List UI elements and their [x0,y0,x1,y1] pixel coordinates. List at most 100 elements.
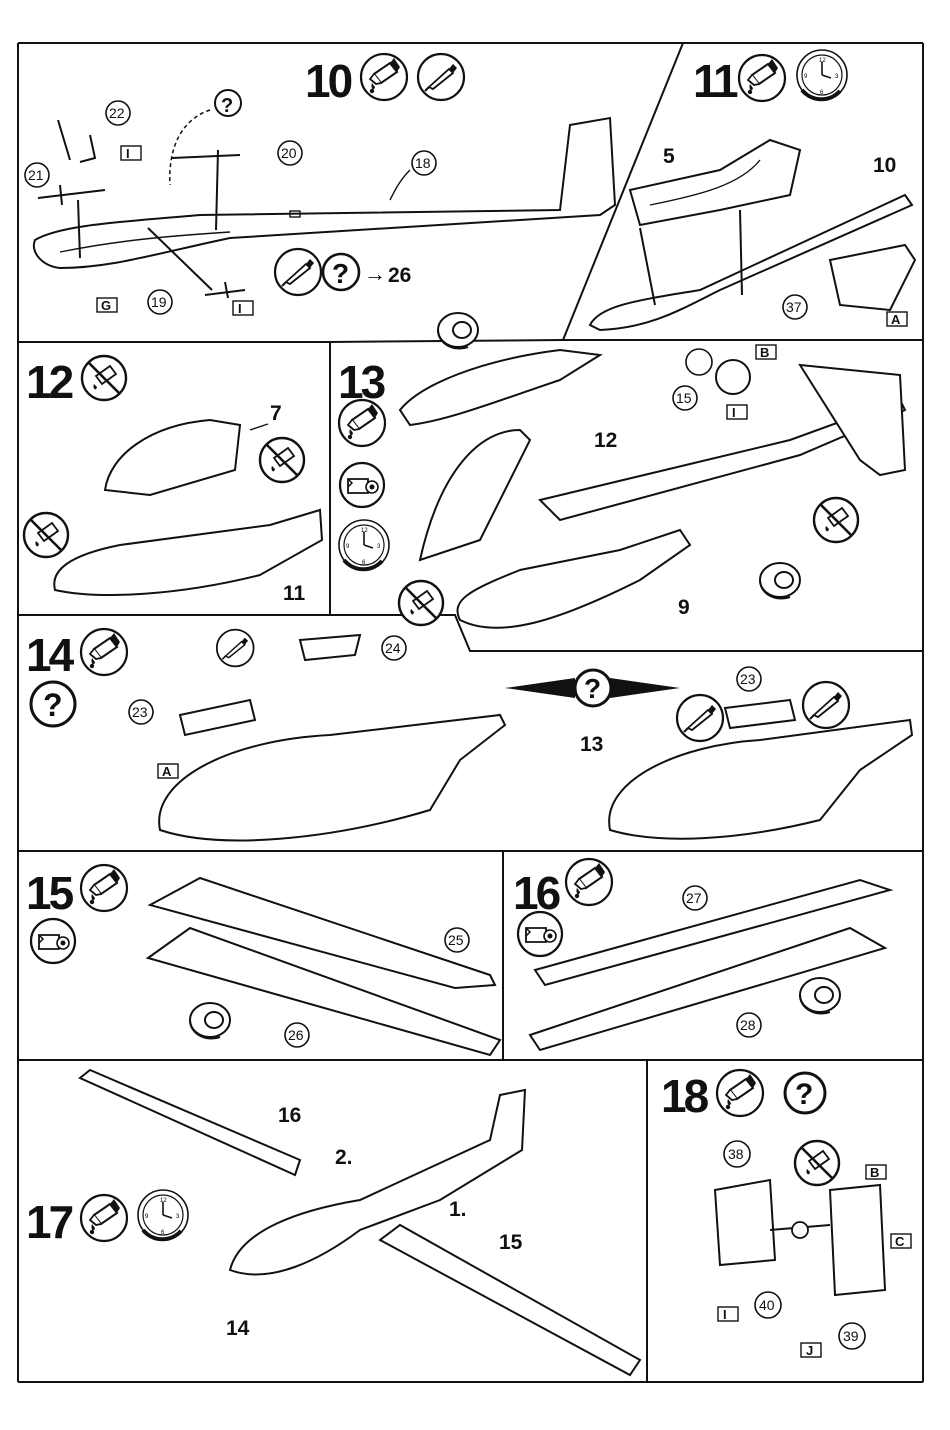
flag-b: B [870,1165,879,1180]
no-glue-icon [24,513,68,557]
no-glue-icon [399,581,443,625]
part-16-label: 16 [278,1104,301,1127]
part-9 [458,530,691,628]
glue-tube-icon [81,865,127,911]
glue-tube-icon [361,54,407,100]
flag-j: J [806,1343,813,1358]
part-18-label: 18 [415,155,431,171]
flag-a: A [891,312,901,327]
question-mark: ? [795,1078,813,1111]
part-5-label: 5 [663,145,675,168]
tail-fin [800,365,905,475]
nose-section [400,350,600,425]
decal-icon [340,463,384,507]
step-number: 14 [26,629,75,681]
question-mark: ? [584,673,601,704]
step-number: 15 [26,867,74,919]
part-27-label: 27 [686,890,702,906]
part-39 [830,1185,885,1295]
canopy [105,420,240,495]
knife-icon [677,695,723,741]
nose-section [159,715,505,840]
flag-g: G [101,298,111,313]
canopy [420,430,530,560]
clock-icon [797,50,847,100]
decal-icon [31,919,75,963]
part-21-label: 21 [28,167,44,183]
clock-icon [339,520,389,570]
part-24-label: 24 [385,640,401,656]
part-19-label: 19 [151,294,167,310]
question-mark: ? [332,258,349,289]
step-number: 11 [693,55,738,107]
part-15-label: 15 [499,1231,523,1254]
part-16-wing [80,1070,300,1175]
knife-icon [803,682,849,728]
flag-a: A [162,764,172,779]
order-2-label: 2. [335,1146,353,1169]
arrow-glyph: → [364,261,386,286]
glue-tube-icon [717,1070,763,1116]
flag-b: B [760,345,769,360]
ref-step-26: 26 [388,264,411,287]
part-22-label: 22 [109,105,125,121]
step-18: 18 ? 38 B C I 40 J 39 [661,1070,911,1358]
no-glue-icon [260,438,304,482]
decal-icon [518,912,562,956]
part-10-label: 10 [873,154,896,177]
part-25-label: 25 [448,932,464,948]
knife-icon [418,54,464,100]
flag-i-2: I [238,301,242,316]
part-11-label: 11 [283,582,306,605]
flag-c: C [895,1234,905,1249]
step-13: 13 12 15 B I 9 [338,313,905,628]
part-38-label: 38 [728,1146,744,1162]
fuselage-half [34,118,615,268]
part-12-label: 12 [594,429,617,452]
step-17: 17 16 15 2. 1. 14 [26,1070,640,1375]
step-10: 10 22 21 I ? 20 18 G [25,54,615,316]
part-37-label: 37 [786,299,802,315]
part-23-label: 23 [740,671,756,687]
question-mark: ? [221,95,233,117]
step-15: 15 25 26 [26,865,500,1055]
part-26-label: 26 [288,1027,304,1043]
clock-icon [138,1190,188,1240]
part-7-label: 7 [270,402,282,425]
part-23-label: 23 [132,704,148,720]
cockpit-tub [630,140,800,225]
wheel-part [760,563,800,598]
order-1-label: 1. [449,1198,467,1221]
part-24 [300,635,360,660]
step-11: 11 5 10 37 A [590,50,915,330]
question-mark: ? [43,687,63,723]
no-glue-icon [795,1141,839,1185]
flag-i: I [732,405,736,420]
step-16: 16 27 28 [513,859,890,1050]
step-14: 14 ? 23 A 24 ? 13 23 [26,629,912,840]
flag-i: I [126,146,130,161]
part-14-label: 14 [226,1317,250,1340]
part-20-label: 20 [281,145,297,161]
fuselage-assembled [230,1090,525,1274]
fuselage-assembly [54,510,322,595]
flag-i: I [723,1307,727,1322]
part-39-label: 39 [843,1328,859,1344]
knife-icon [275,249,321,295]
wheel-part [800,978,840,1013]
wheel-part [438,313,478,348]
part-23 [180,700,255,735]
step-number: 17 [26,1196,73,1248]
no-glue-icon [814,498,858,542]
step-number: 18 [661,1070,709,1122]
part-9-label: 9 [678,596,690,619]
part-28-label: 28 [740,1017,756,1033]
glue-tube-icon [81,629,127,675]
step-number: 12 [26,356,73,408]
glue-tube-icon [566,859,612,905]
glue-tube-icon [339,400,385,446]
wheel-part [190,1003,230,1038]
nose-section [609,720,912,839]
right-pointer [610,678,680,698]
